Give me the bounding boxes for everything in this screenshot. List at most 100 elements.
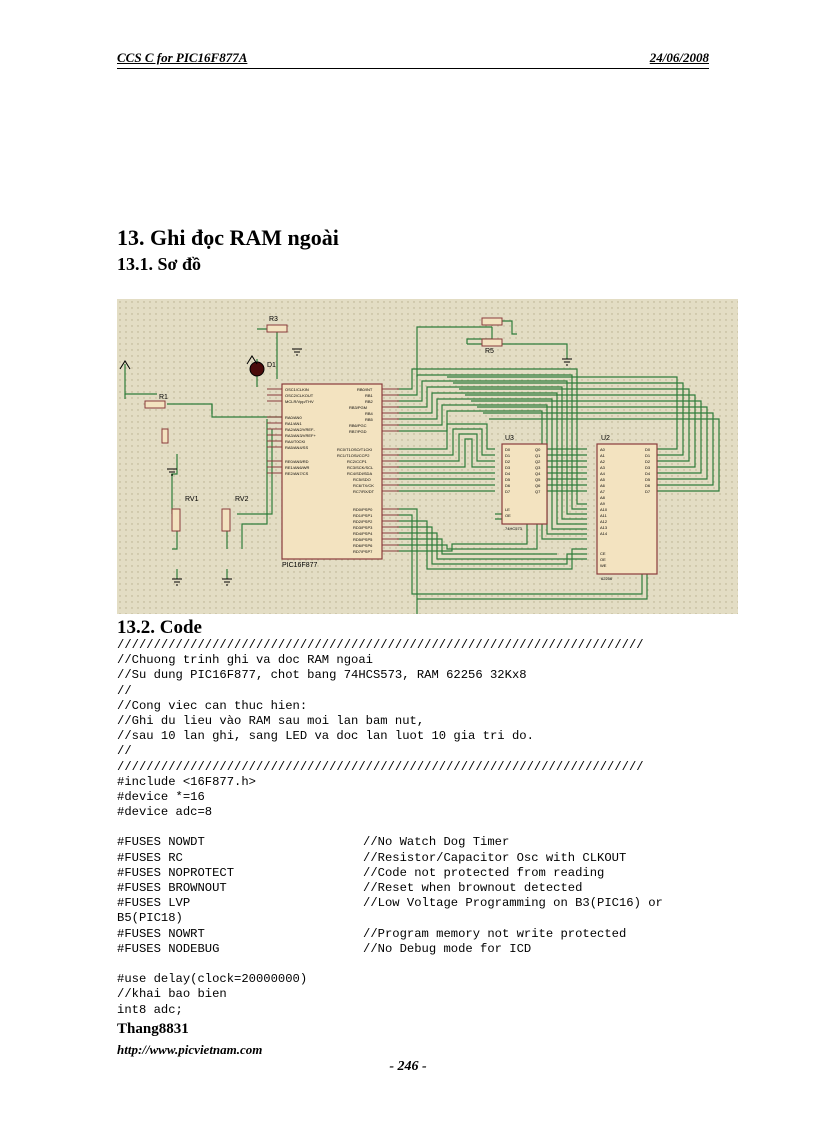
r3-label: R3: [269, 316, 278, 323]
svg-text:RA4/T0CKI: RA4/T0CKI: [285, 439, 305, 444]
svg-text:D3: D3: [505, 465, 511, 470]
code-directive: #FUSES LVP: [117, 896, 191, 911]
svg-text:RA2/AN2/VREF-: RA2/AN2/VREF-: [285, 427, 315, 432]
svg-text:RD0/PSP0: RD0/PSP0: [353, 507, 373, 512]
svg-text:A1: A1: [600, 453, 606, 458]
code-line: #FUSES NODEBUG//No Debug mode for ICD: [117, 942, 757, 957]
svg-text:RA1/AN1: RA1/AN1: [285, 421, 302, 426]
u1-caption: PIC16F877: [282, 562, 318, 569]
svg-text:D7: D7: [645, 489, 651, 494]
svg-text:RB2: RB2: [365, 399, 374, 404]
d1-led: [249, 361, 265, 377]
code-directive: #FUSES NOWDT: [117, 835, 205, 850]
code-comment: //Resistor/Capacitor Osc with CLKOUT: [363, 850, 627, 865]
code-comment: //Code not protected from reading: [363, 865, 605, 880]
svg-text:D0: D0: [645, 447, 651, 452]
code-directive: #FUSES BROWNOUT: [117, 881, 227, 895]
r1-label: R1: [159, 394, 168, 401]
svg-text:RC0/T1OSO/T1CKI: RC0/T1OSO/T1CKI: [337, 447, 372, 452]
svg-text:Q6: Q6: [535, 483, 541, 488]
svg-text:Q5: Q5: [535, 477, 541, 482]
svg-text:Q7: Q7: [535, 489, 541, 494]
svg-text:D1: D1: [645, 453, 651, 458]
svg-text:Q4: Q4: [535, 471, 541, 476]
code-line: B5(PIC18): [117, 911, 183, 926]
code-directive: #FUSES NODEBUG: [117, 941, 220, 956]
svg-text:RA5/AN4/SS: RA5/AN4/SS: [285, 445, 308, 450]
svg-text:A14: A14: [600, 531, 608, 536]
svg-text:RB5: RB5: [365, 417, 374, 422]
svg-text:Q1: Q1: [535, 453, 541, 458]
rv1-label: RV1: [185, 496, 199, 503]
svg-text:RB6/PGC: RB6/PGC: [349, 423, 367, 428]
svg-text:RC2/CCP1: RC2/CCP1: [347, 459, 368, 464]
code-line: [117, 957, 757, 972]
code-comment: //Low Voltage Programming on B3(PIC16) o…: [363, 896, 663, 911]
svg-text:D5: D5: [645, 477, 651, 482]
r1-resistor: [144, 400, 166, 409]
svg-text:RB1: RB1: [365, 393, 374, 398]
svg-text:MCLR/Vpp/THV: MCLR/Vpp/THV: [285, 399, 314, 404]
svg-text:A12: A12: [600, 519, 608, 524]
svg-text:D3: D3: [645, 465, 651, 470]
svg-text:LE: LE: [505, 507, 510, 512]
subsection-code-title: 13.2. Code: [117, 617, 202, 638]
svg-text:RE1/AN6/WR: RE1/AN6/WR: [285, 465, 310, 470]
r4-resistor: [481, 338, 503, 347]
code-comment: //Program memory not write protected: [363, 926, 627, 941]
code-line: //: [117, 683, 132, 698]
svg-text:OSC2/CLKOUT: OSC2/CLKOUT: [285, 393, 314, 398]
svg-text:RE0/AN5/RD: RE0/AN5/RD: [285, 459, 309, 464]
svg-text:A5: A5: [600, 477, 606, 482]
author-name: Thang8831: [117, 1021, 189, 1037]
code-line: #use delay(clock=20000000): [117, 972, 308, 987]
svg-text:OE: OE: [505, 513, 511, 518]
svg-text:D5: D5: [505, 477, 511, 482]
svg-text:RC5/SDO: RC5/SDO: [353, 477, 371, 482]
svg-text:RB3/PGM: RB3/PGM: [349, 405, 367, 410]
website-url: http://www.picvietnam.com: [117, 1042, 263, 1057]
svg-text:Q3: Q3: [535, 465, 541, 470]
r5-label: R5: [485, 348, 494, 355]
r5-resistor: [481, 317, 503, 326]
code-comment: //No Watch Dog Timer: [363, 835, 510, 850]
svg-text:RE2/AN7/CS: RE2/AN7/CS: [285, 471, 309, 476]
svg-text:RD6/PSP6: RD6/PSP6: [353, 543, 373, 548]
svg-text:RD1/PSP1: RD1/PSP1: [353, 513, 373, 518]
svg-text:RB0/INT: RB0/INT: [357, 387, 373, 392]
svg-text:RD7/PSP7: RD7/PSP7: [353, 549, 373, 554]
rv1-potentiometer: [171, 508, 181, 532]
svg-text:WE: WE: [600, 563, 607, 568]
code-line: //Cong viec can thuc hien:: [117, 698, 308, 713]
svg-text:RC3/SCK/SCL: RC3/SCK/SCL: [347, 465, 374, 470]
svg-text:RA3/AN3/VREF+: RA3/AN3/VREF+: [285, 433, 316, 438]
code-line: #device adc=8: [117, 805, 213, 820]
svg-text:RC1/T1OSI/CCP2: RC1/T1OSI/CCP2: [337, 453, 370, 458]
code-line: //khai bao bien: [117, 987, 227, 1002]
svg-text:Q0: Q0: [535, 447, 541, 452]
svg-text:A0: A0: [600, 447, 606, 452]
subsection-diagram-title: 13.1. Sơ đồ: [117, 254, 201, 274]
svg-text:RB7/PGD: RB7/PGD: [349, 429, 367, 434]
code-line: //Chuong trinh ghi va doc RAM ngoai: [117, 653, 373, 668]
header-date: 24/06/2008: [649, 50, 709, 65]
rv2-label: RV2: [235, 496, 249, 503]
code-directive: #FUSES NOWRT: [117, 926, 205, 941]
code-line: #FUSES RC //Resistor/Capacitor Osc with C…: [117, 851, 757, 866]
code-line: ////////////////////////////////////////…: [117, 638, 644, 652]
code-directive: #FUSES RC: [117, 850, 183, 865]
push-button: [161, 428, 169, 444]
code-line: #device *=16: [117, 789, 205, 804]
d1-label: D1: [267, 362, 276, 369]
svg-text:RD3/PSP3: RD3/PSP3: [353, 525, 373, 530]
page-number: - 246 -: [389, 1059, 427, 1074]
code-line: int8 adc;: [117, 1002, 183, 1017]
code-comment: //Reset when brownout detected: [363, 881, 583, 895]
code-block: ////////////////////////////////////////…: [117, 638, 757, 1018]
svg-text:RD5/PSP5: RD5/PSP5: [353, 537, 373, 542]
code-directive: #FUSES NOPROTECT: [117, 865, 235, 880]
